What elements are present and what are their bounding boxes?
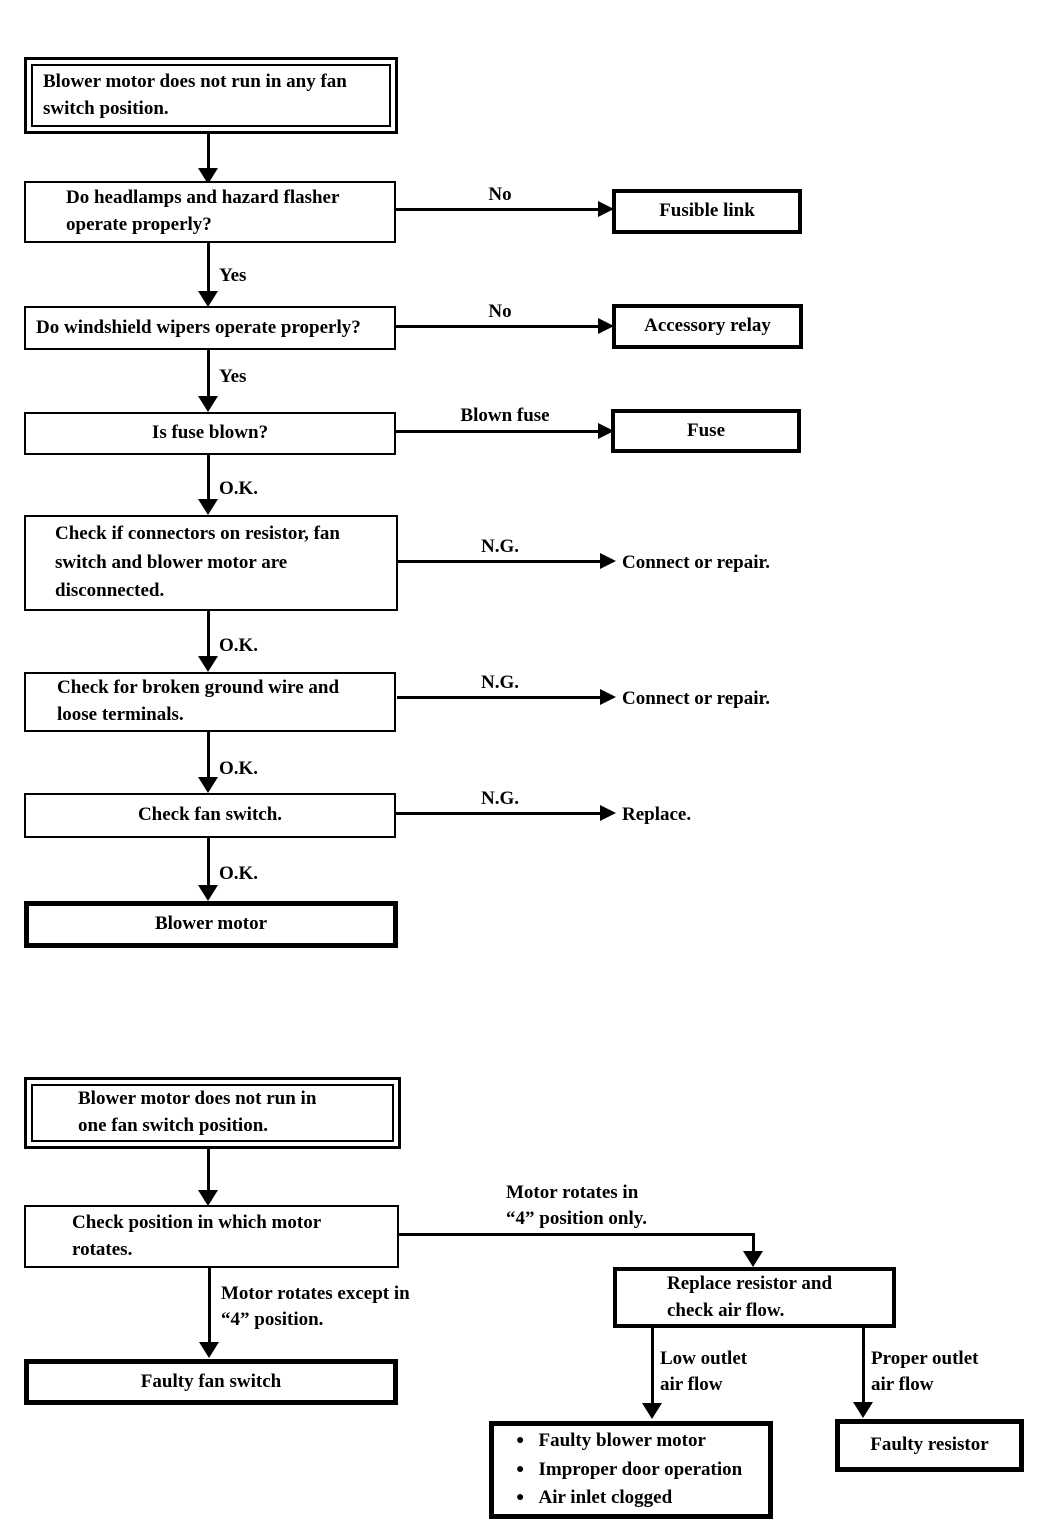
arrow-down-icon bbox=[743, 1251, 763, 1267]
bullet-icon: ● bbox=[516, 1432, 525, 1448]
arrow-line bbox=[397, 696, 600, 699]
start-box-no-run-one-position: Blower motor does not run in one fan swi… bbox=[24, 1077, 401, 1149]
arrow-line bbox=[207, 838, 210, 886]
decision-headlamps-box: Do headlamps and hazard flasher operate … bbox=[24, 181, 396, 243]
arrow-line bbox=[397, 560, 600, 563]
arrow-line bbox=[207, 243, 210, 292]
result-box-fuse: Fuse bbox=[611, 409, 801, 453]
result-box-fusible-link: Fusible link bbox=[612, 189, 802, 234]
outcome-air-inlet-clogged: Air inlet clogged bbox=[538, 1487, 673, 1509]
check-connectors-box: Check if connectors on resistor, fan swi… bbox=[24, 515, 398, 611]
arrow-down-icon bbox=[198, 885, 218, 901]
arrow-line bbox=[862, 1328, 865, 1403]
list-item: ● Improper door operation bbox=[516, 1456, 758, 1485]
decision-wipers-box: Do windshield wipers operate properly? bbox=[24, 306, 396, 350]
result-text-replace: Replace. bbox=[622, 804, 692, 825]
arrow-right-icon bbox=[600, 805, 616, 821]
edge-label-blown-fuse: Blown fuse bbox=[460, 405, 550, 426]
edge-label-ng-3: N.G. bbox=[481, 788, 519, 809]
arrow-down-icon bbox=[199, 1342, 219, 1358]
edge-label-yes-2: Yes bbox=[219, 366, 247, 387]
start-box-no-run-one-position-label: Blower motor does not run in one fan swi… bbox=[31, 1084, 394, 1142]
edge-label-ok-1: O.K. bbox=[219, 478, 259, 499]
start-box-no-run-any-position: Blower motor does not run in any fan swi… bbox=[24, 57, 398, 134]
arrow-down-icon bbox=[198, 1190, 218, 1206]
arrow-down-icon bbox=[198, 499, 218, 515]
edge-label-rotates-except-4: Motor rotates except in “4” position. bbox=[221, 1283, 410, 1331]
arrow-line bbox=[396, 430, 598, 433]
arrow-line bbox=[651, 1328, 654, 1404]
outcome-faulty-blower-motor: Faulty blower motor bbox=[538, 1429, 706, 1451]
list-item: ● Faulty blower motor bbox=[516, 1427, 758, 1456]
check-ground-wire-box: Check for broken ground wire and loose t… bbox=[24, 672, 396, 732]
arrow-line bbox=[396, 208, 598, 211]
arrow-line bbox=[752, 1233, 755, 1252]
arrow-line bbox=[396, 325, 598, 328]
arrow-line bbox=[207, 1149, 210, 1191]
arrow-down-icon bbox=[198, 656, 218, 672]
bullet-icon: ● bbox=[516, 1490, 525, 1506]
arrow-right-icon bbox=[600, 553, 616, 569]
bullet-icon: ● bbox=[516, 1461, 525, 1477]
arrow-line bbox=[207, 732, 210, 778]
arrow-down-icon bbox=[642, 1403, 662, 1419]
arrow-right-icon bbox=[600, 689, 616, 705]
arrow-down-icon bbox=[198, 291, 218, 307]
edge-label-low-outlet: Low outlet air flow bbox=[660, 1348, 748, 1396]
edge-label-no-2: No bbox=[488, 301, 512, 322]
arrow-line bbox=[396, 812, 600, 815]
edge-label-yes-1: Yes bbox=[219, 265, 247, 286]
arrow-down-icon bbox=[853, 1402, 873, 1418]
edge-label-ng-1: N.G. bbox=[481, 536, 519, 557]
result-box-outcomes: ● Faulty blower motor ● Improper door op… bbox=[489, 1421, 773, 1519]
result-box-blower-motor: Blower motor bbox=[24, 901, 398, 948]
list-item: ● Air inlet clogged bbox=[516, 1484, 758, 1513]
start-box-no-run-any-position-label: Blower motor does not run in any fan swi… bbox=[31, 64, 391, 127]
arrow-down-icon bbox=[198, 168, 218, 184]
arrow-line bbox=[207, 134, 210, 170]
result-text-connect-or-repair-2: Connect or repair. bbox=[622, 688, 770, 709]
edge-label-ok-2: O.K. bbox=[219, 635, 259, 656]
result-box-faulty-fan-switch: Faulty fan switch bbox=[24, 1359, 398, 1405]
edge-label-proper-outlet: Proper outlet air flow bbox=[871, 1348, 979, 1396]
replace-resistor-box: Replace resistor and check air flow. bbox=[613, 1267, 896, 1328]
edge-label-no-1: No bbox=[488, 184, 512, 205]
arrow-right-icon bbox=[598, 423, 614, 439]
arrow-down-icon bbox=[198, 396, 218, 412]
decision-fuse-box: Is fuse blown? bbox=[24, 412, 396, 455]
arrow-line bbox=[207, 455, 210, 500]
arrow-line bbox=[207, 350, 210, 397]
arrow-line bbox=[207, 611, 210, 657]
edge-label-ng-2: N.G. bbox=[481, 672, 519, 693]
result-text-connect-or-repair-1: Connect or repair. bbox=[622, 552, 770, 573]
check-fan-switch-box: Check fan switch. bbox=[24, 793, 396, 838]
arrow-line bbox=[208, 1268, 211, 1343]
arrow-down-icon bbox=[198, 777, 218, 793]
arrow-line bbox=[399, 1233, 755, 1236]
arrow-right-icon bbox=[598, 318, 614, 334]
check-position-box: Check position in which motor rotates. bbox=[24, 1205, 399, 1268]
edge-label-rotates-only-4: Motor rotates in “4” position only. bbox=[506, 1182, 647, 1230]
edge-label-ok-3: O.K. bbox=[219, 758, 259, 779]
result-box-accessory-relay: Accessory relay bbox=[612, 304, 803, 349]
edge-label-ok-4: O.K. bbox=[219, 863, 259, 884]
arrow-right-icon bbox=[598, 201, 614, 217]
result-box-faulty-resistor: Faulty resistor bbox=[835, 1419, 1024, 1472]
outcome-improper-door-operation: Improper door operation bbox=[538, 1458, 743, 1480]
